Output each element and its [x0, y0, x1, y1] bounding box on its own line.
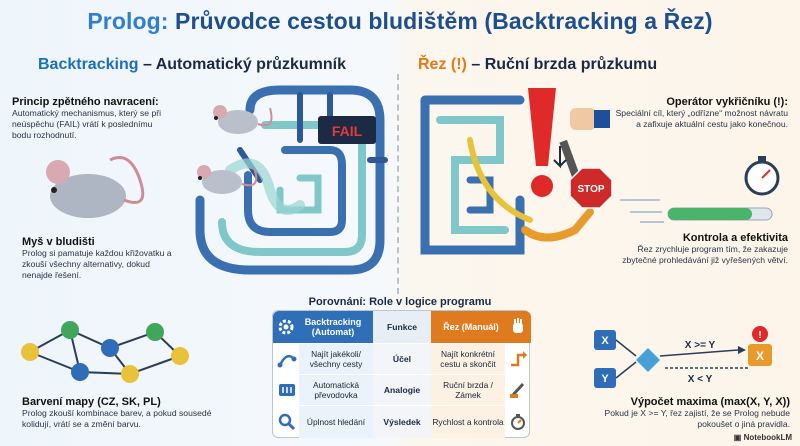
right-maze-illustration [420, 95, 594, 255]
brand-watermark: ▣ NotebookLM [733, 433, 792, 442]
block-title: Výpočet maxima (max(X, Y, X)) [630, 396, 790, 408]
block-body: Speciální cíl, který „odřízne“ možnost n… [615, 108, 788, 129]
map-coloring-graph [21, 321, 189, 383]
left-heading-keyword: Backtracking [38, 56, 139, 73]
gearbox-icon [276, 379, 298, 401]
stop-label: STOP [577, 184, 604, 195]
node-x-label: X [601, 335, 609, 347]
right-section-heading: Řez (!) – Ruční brzda průzkumu [418, 56, 657, 74]
left-section-heading: Backtracking – Automatický průzkumník [38, 56, 346, 74]
exclamation-icon [528, 88, 556, 197]
stopwatch-icon [744, 156, 780, 196]
block-body: Prolog si pamatuje každou křižovatku a z… [22, 248, 172, 280]
hand-brake-icon [553, 108, 610, 181]
info-block-cut-operator: Operátor vykřičníku (!): Speciální cíl, … [612, 96, 788, 130]
brake-lever-icon [507, 379, 529, 401]
block-title: Myš v bludišti [22, 236, 95, 248]
info-block-mouse-maze: Myš v bludišti Prolog si pamatuje každou… [22, 236, 172, 281]
comparison-title: Porovnání: Role v logice programu [308, 296, 492, 308]
route-icon [276, 348, 298, 370]
stopwatch-small-icon [507, 411, 529, 433]
info-block-map-coloring: Barvení mapy (CZ, SK, PL) Prolog zkouší … [22, 396, 222, 430]
cond-false-label: X < Y [688, 374, 713, 385]
cell-row2-right: Ruční brzda / Zámek [431, 375, 505, 405]
fail-label: FAIL [332, 123, 363, 139]
col-header-backtracking: Backtracking (Automat) [273, 311, 373, 343]
mouse-icon [213, 105, 273, 134]
mouse-icon [46, 156, 145, 218]
cond-true-label: X >= Y [685, 340, 716, 351]
gear-icon [275, 316, 297, 338]
max-flow-diagram: X Y X >= Y X < Y X ! [594, 326, 772, 388]
arrow-turn-icon [507, 348, 529, 370]
cell-row1-mid: Účel [373, 344, 431, 374]
cell-row2-left: Automatická převodovka [299, 375, 373, 405]
svg-text:!: ! [758, 330, 761, 341]
right-heading-keyword: Řez (!) [418, 56, 467, 73]
info-block-backtracking-principle: Princip zpětného navracení: Automatický … [12, 96, 162, 141]
brand-icon: ▣ [733, 433, 744, 442]
hand-stop-icon [507, 316, 529, 338]
info-block-max-computation: Výpočet maxima (max(X, Y, X)) Pokud je X… [590, 396, 790, 430]
cell-row2-mid: Analogie [373, 375, 431, 405]
block-title: Princip zpětného navracení: [12, 96, 159, 108]
right-heading-rest: – Ruční brzda průzkumu [471, 56, 658, 73]
mouse-icon [197, 165, 258, 194]
col-header-function: Funkce [373, 311, 431, 343]
progress-bar [620, 199, 773, 223]
block-body: Řez zrychluje program tím, že zakazuje z… [622, 244, 788, 265]
block-title: Operátor vykřičníku (!): [666, 96, 788, 108]
block-title: Barvení mapy (CZ, SK, PL) [22, 396, 161, 408]
title-main: Průvodce cestou bludištěm (Backtracking … [175, 8, 713, 34]
info-block-control-efficiency: Kontrola a efektivita Řez zrychluje prog… [612, 232, 788, 266]
title-prefix: Prolog: [87, 8, 169, 34]
magnifier-icon [276, 411, 298, 433]
node-y-label: Y [601, 373, 609, 385]
block-title: Kontrola a efektivita [682, 232, 788, 244]
stop-sign: STOP [569, 167, 613, 209]
result-x-label: X [756, 349, 764, 363]
cell-row3-left: Úplnost hledání [299, 406, 373, 438]
cell-row1-left: Najít jakékoli/ všechny cesty [299, 344, 373, 374]
fail-sign: FAIL [318, 116, 376, 144]
block-body: Pokud je X >= Y, řez zajistí, že se Prol… [604, 408, 790, 429]
cell-row1-right: Najít konkrétní cestu a skončit [431, 344, 505, 374]
block-body: Prolog zkouší kombinace barev, a pokud s… [22, 408, 212, 429]
cell-row3-mid: Výsledek [373, 406, 431, 438]
cell-row3-right: Rychlost a kontrola [431, 406, 505, 438]
page-title: Prolog: Průvodce cestou bludištěm (Backt… [0, 8, 800, 35]
comparison-table: Backtracking (Automat) Funkce Řez (Manuá… [272, 310, 531, 438]
left-heading-rest: – Automatický průzkumník [142, 56, 346, 73]
section-divider [397, 74, 399, 294]
block-body: Automatický mechanismus, který se při ne… [12, 108, 162, 140]
